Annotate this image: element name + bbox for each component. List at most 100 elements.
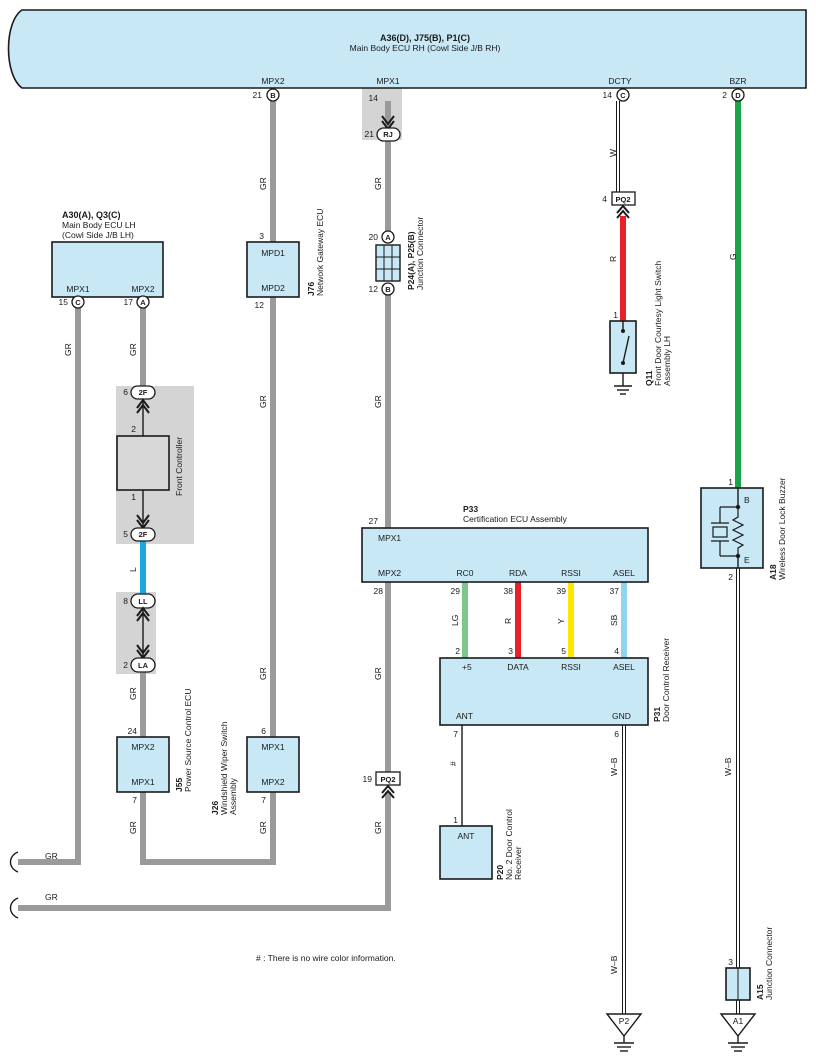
svg-text:GR: GR xyxy=(128,821,138,834)
svg-text:PQ2: PQ2 xyxy=(615,195,630,204)
svg-text:3: 3 xyxy=(728,957,733,967)
svg-text:E: E xyxy=(744,555,750,565)
svg-text:R: R xyxy=(608,256,618,262)
svg-text:GR: GR xyxy=(258,667,268,680)
svg-text:1: 1 xyxy=(453,815,458,825)
svg-text:Front Controller: Front Controller xyxy=(174,437,184,496)
svg-text:Network Gateway ECU: Network Gateway ECU xyxy=(315,209,325,296)
door-receiver-label: P31 Door Control Receiver xyxy=(652,638,671,722)
svg-text:PQ2: PQ2 xyxy=(380,775,395,784)
svg-text:7: 7 xyxy=(453,729,458,739)
svg-text:Assembly LH: Assembly LH xyxy=(662,336,672,386)
svg-text:19: 19 xyxy=(363,774,373,784)
door-receiver-terminal-asel: ASEL xyxy=(613,662,635,672)
svg-text:W–B: W–B xyxy=(723,757,733,776)
svg-text:1: 1 xyxy=(728,477,733,487)
gateway-label: J76 Network Gateway ECU xyxy=(306,209,325,296)
ground-a1: A1 xyxy=(719,1013,757,1052)
svg-text:5: 5 xyxy=(123,529,128,539)
ecu-rh-title: A36(D), J75(B), P1(C) xyxy=(380,33,470,43)
ecu-lh-box xyxy=(51,241,164,298)
svg-text:B: B xyxy=(385,285,391,294)
la-connector: LA 2 xyxy=(123,644,156,673)
svg-text:14: 14 xyxy=(369,93,379,103)
svg-text:Wireless Door Lock Buzzer: Wireless Door Lock Buzzer xyxy=(777,477,787,580)
svg-text:A1: A1 xyxy=(733,1016,744,1026)
svg-text:A18: A18 xyxy=(768,564,778,580)
svg-text:No. 2 Door Control: No. 2 Door Control xyxy=(504,809,514,880)
svg-text:GR: GR xyxy=(373,667,383,680)
receiver2-box xyxy=(439,825,493,880)
svg-text:8: 8 xyxy=(123,596,128,606)
wiper-box xyxy=(246,736,300,793)
wiper-terminal-mpx1: MPX1 xyxy=(261,742,284,752)
cert-ecu-terminal-rda: RDA xyxy=(509,568,527,578)
svg-text:2: 2 xyxy=(722,90,727,100)
svg-text:1: 1 xyxy=(613,310,618,320)
cert-ecu-terminal-asel: ASEL xyxy=(613,568,635,578)
cert-ecu-terminal-rc0: RC0 xyxy=(456,568,473,578)
svg-text:37: 37 xyxy=(610,586,620,596)
door-receiver-terminal-gnd: GND xyxy=(612,711,631,721)
svg-text:Junction Connector: Junction Connector xyxy=(415,217,425,290)
svg-text:3: 3 xyxy=(508,646,513,656)
svg-text:C: C xyxy=(75,298,81,307)
courtesy-connector-pq2: PQ2 4 xyxy=(602,191,636,219)
svg-text:A: A xyxy=(140,298,146,307)
ecu-lh-terminal-mpx2: MPX2 xyxy=(131,284,154,294)
svg-text:A: A xyxy=(385,233,391,242)
svg-text:6: 6 xyxy=(261,726,266,736)
svg-text:GR: GR xyxy=(373,395,383,408)
door-receiver-terminal-rssi: RSSI xyxy=(561,662,581,672)
svg-text:GR: GR xyxy=(63,343,73,356)
svg-text:29: 29 xyxy=(451,586,461,596)
svg-text:Front Door Courtesy Light Swit: Front Door Courtesy Light Switch xyxy=(653,261,663,386)
svg-text:R: R xyxy=(503,618,513,624)
svg-text:W–B: W–B xyxy=(609,955,619,974)
svg-text:4: 4 xyxy=(602,194,607,204)
svg-text:7: 7 xyxy=(261,795,266,805)
svg-text:Y: Y xyxy=(556,618,566,624)
door-receiver-terminal-5v: +5 xyxy=(462,662,472,672)
svg-text:3: 3 xyxy=(259,231,264,241)
svg-text:GR: GR xyxy=(258,177,268,190)
svg-text:24: 24 xyxy=(128,726,138,736)
ground-p2: P2 xyxy=(605,1013,643,1052)
svg-text:Windshield Wiper Switch: Windshield Wiper Switch xyxy=(219,721,229,815)
ecu-rh-subtitle: Main Body ECU RH (Cowl Side J/B RH) xyxy=(350,43,501,53)
svg-text:D: D xyxy=(735,91,741,100)
courtesy-label: Q11 Front Door Courtesy Light Switch Ass… xyxy=(644,261,672,386)
svg-text:17: 17 xyxy=(124,297,134,307)
svg-text:Q11: Q11 xyxy=(644,370,654,386)
svg-text:GR: GR xyxy=(258,395,268,408)
ecu-lh-title: A30(A), Q3(C) xyxy=(62,210,121,220)
wire-lh-mpx1 xyxy=(18,307,81,865)
svg-text:L: L xyxy=(128,567,138,572)
svg-text:GR: GR xyxy=(45,892,58,902)
svg-text:21: 21 xyxy=(365,129,375,139)
buzzer-label: A18 Wireless Door Lock Buzzer xyxy=(768,477,787,580)
courtesy-switch: 1 xyxy=(609,310,637,395)
svg-text:27: 27 xyxy=(369,516,379,526)
svg-text:Assembly: Assembly xyxy=(228,777,238,815)
svg-text:Power Source Control ECU: Power Source Control ECU xyxy=(183,689,193,792)
svg-text:38: 38 xyxy=(504,586,514,596)
svg-text:GR: GR xyxy=(128,343,138,356)
svg-text:12: 12 xyxy=(255,300,265,310)
ecu-rh-terminal-mpx2: MPX2 xyxy=(261,76,284,86)
svg-text:2F: 2F xyxy=(139,530,148,539)
svg-text:4: 4 xyxy=(614,646,619,656)
svg-text:2F: 2F xyxy=(139,388,148,397)
svg-text:GR: GR xyxy=(258,821,268,834)
junction-p24-label: P24(A), P25(B) Junction Connector xyxy=(406,217,425,290)
svg-text:LA: LA xyxy=(138,661,149,670)
ecu-rh-terminal-dcty: DCTY xyxy=(608,76,631,86)
power-source-label: J55 Power Source Control ECU xyxy=(174,689,193,792)
svg-text:Junction Connector: Junction Connector xyxy=(764,927,774,1000)
svg-text:A15: A15 xyxy=(755,984,765,1000)
svg-text:28: 28 xyxy=(374,586,384,596)
ll-connector: LL 8 xyxy=(123,593,156,622)
ecu-rh-pins: B 21 14 C 14 D 2 xyxy=(253,88,745,103)
svg-text:14: 14 xyxy=(603,90,613,100)
wires xyxy=(9,101,741,1014)
